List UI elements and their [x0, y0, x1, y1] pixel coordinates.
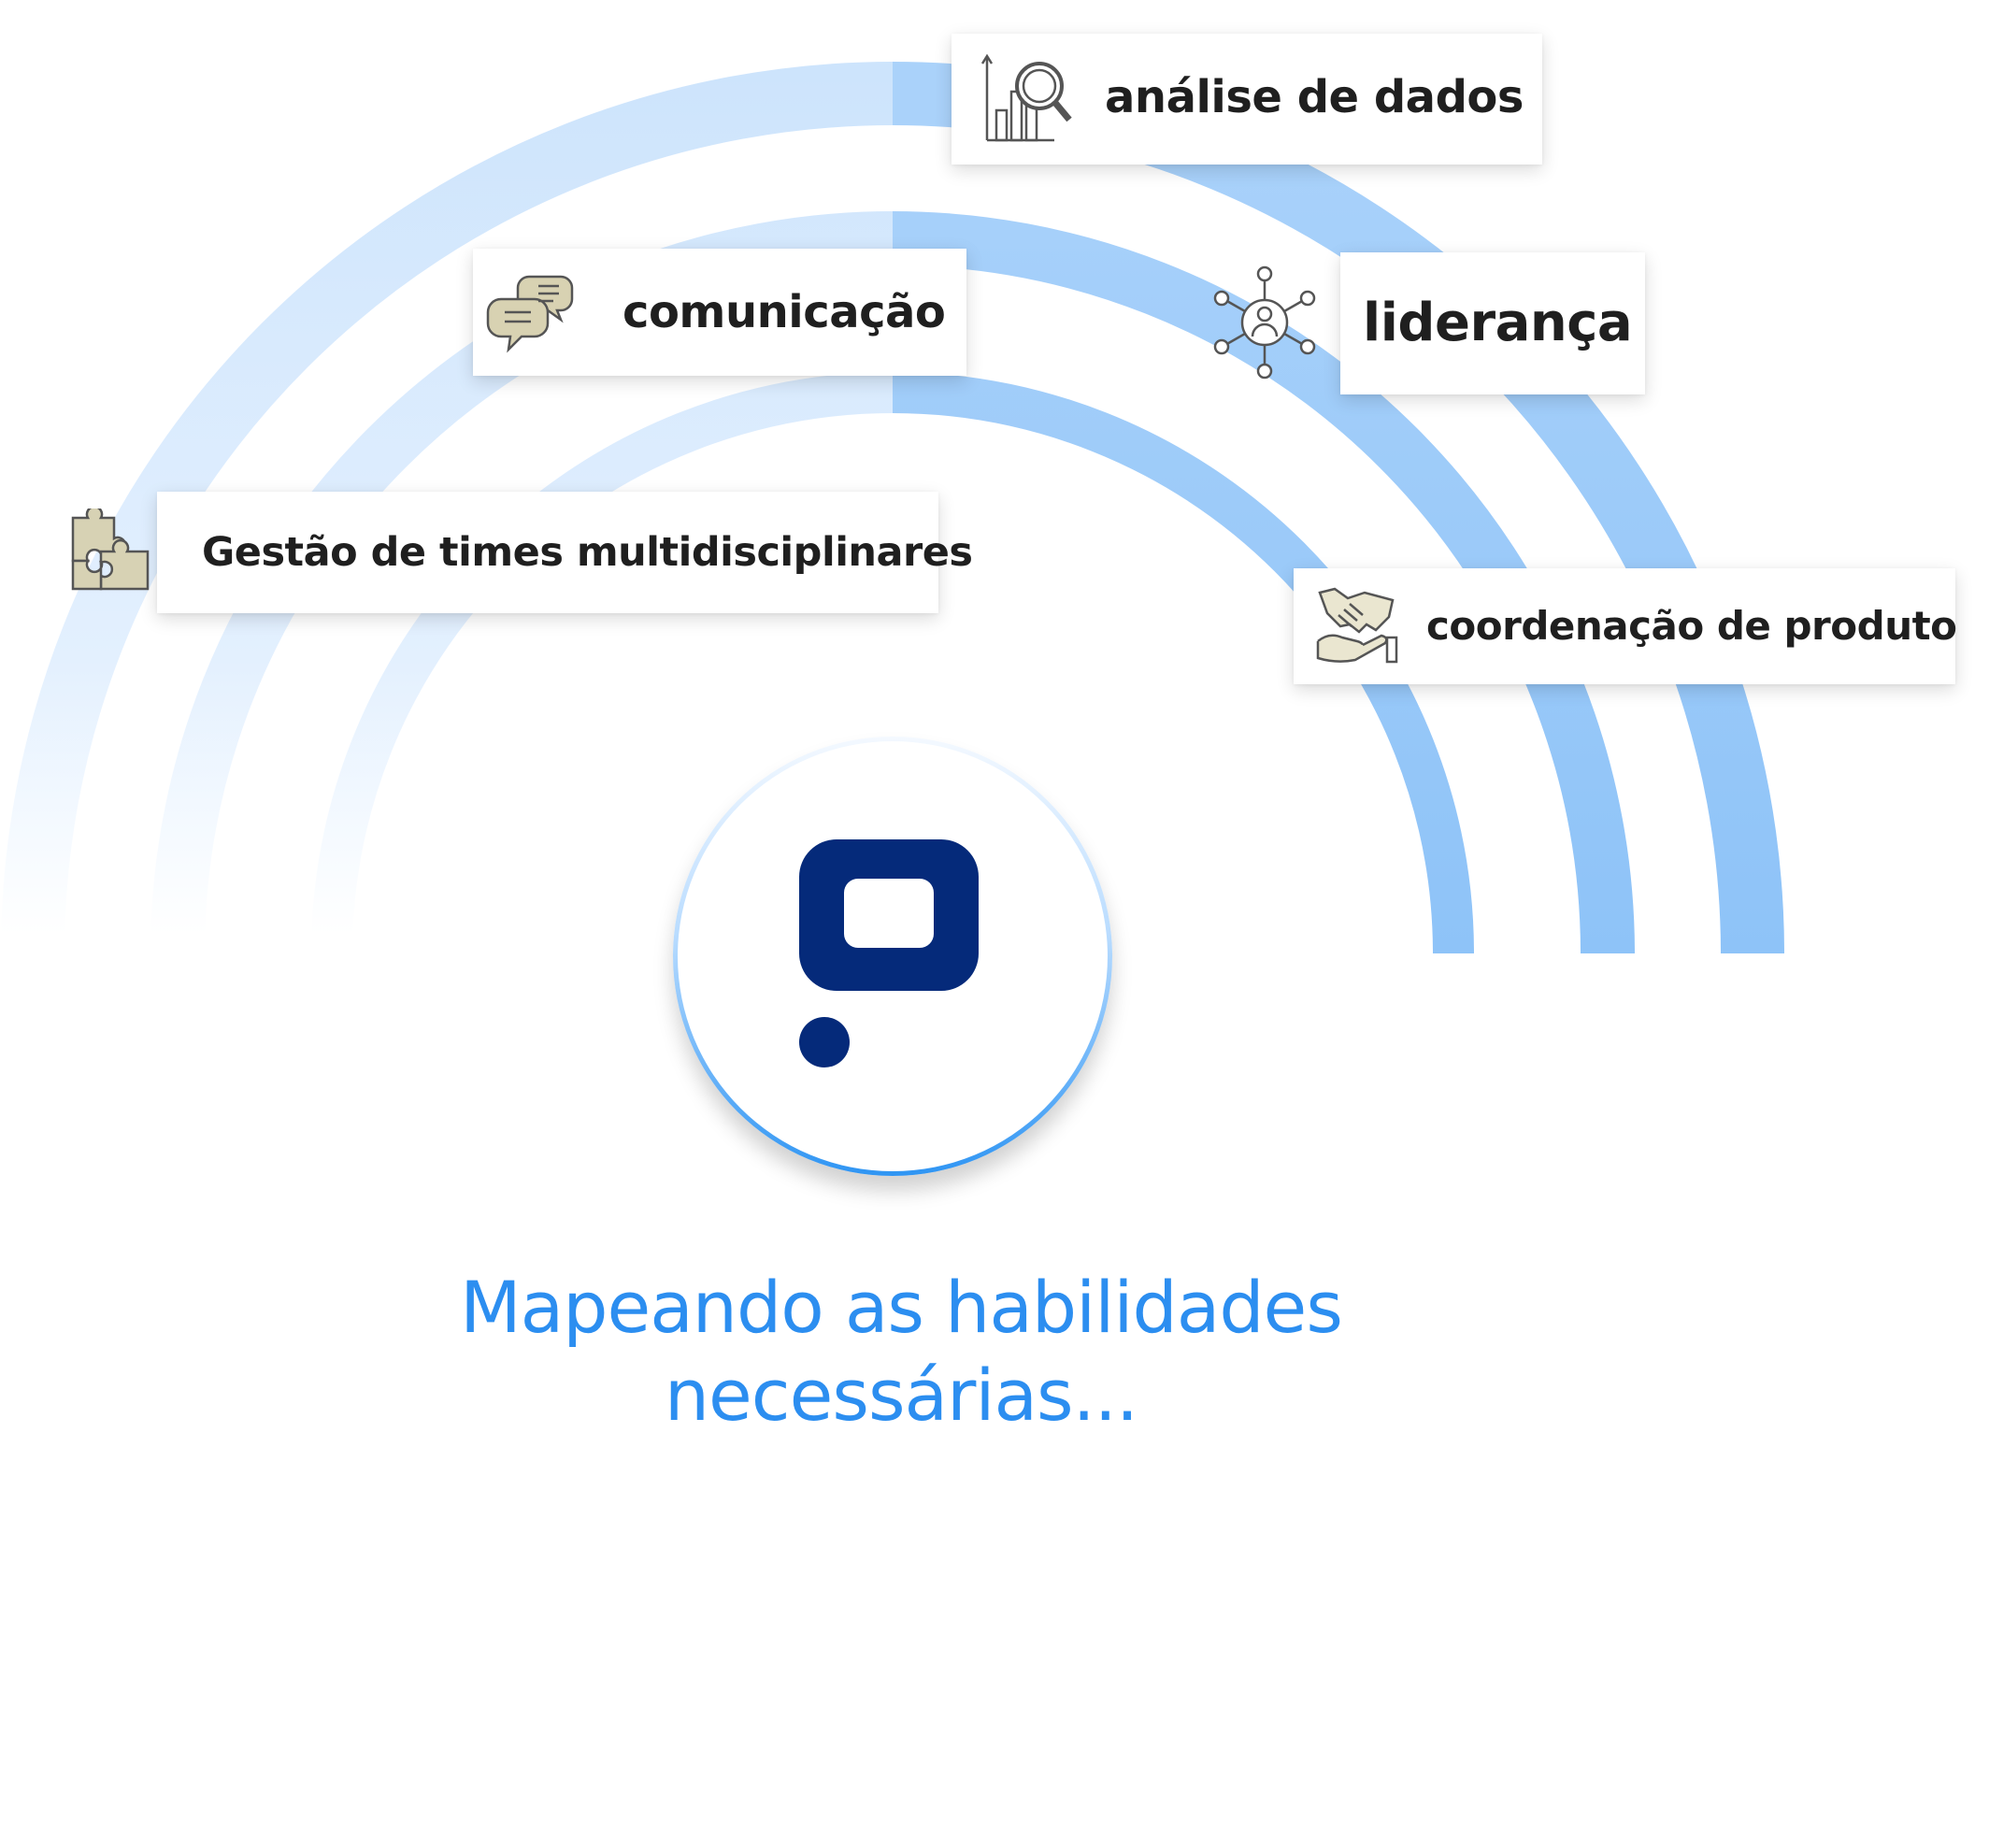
skill-label: Gestão de times multidisciplinares: [202, 529, 973, 576]
inner-arc-right: [892, 372, 1474, 954]
caption-line-1: Mapeando as habilidades: [460, 1266, 1343, 1349]
speech-bubbles-icon: [486, 275, 574, 353]
skill-card-lideranca: liderança: [1340, 252, 1645, 394]
hub-inner: [678, 741, 1108, 1171]
skill-label: comunicação: [622, 286, 946, 338]
puzzle-icon: [71, 509, 150, 591]
skill-card-gestao-de-times: Gestão de times multidisciplinares: [157, 492, 973, 613]
caption-line-2: necessárias...: [664, 1354, 1138, 1437]
skill-card-comunicacao: comunicação: [473, 249, 966, 376]
loading-caption: Mapeando as habilidades necessárias...: [247, 1264, 1555, 1440]
skill-label: análise de dados: [1105, 71, 1524, 123]
skill-label: liderança: [1363, 293, 1633, 353]
handshake-icon: [1316, 587, 1398, 664]
skill-card-coordenacao-de-produto: coordenação de produto: [1294, 568, 1957, 684]
chart-magnifier-icon: [980, 53, 1072, 142]
brand-logo-icon: [799, 839, 979, 1067]
middle-arc-right: [892, 211, 1635, 954]
outer-arc-left: [1, 62, 894, 954]
skill-card-analise-de-dados: análise de dados: [952, 34, 1542, 165]
network-person-icon: [1213, 265, 1316, 380]
hub-circle: [673, 737, 1112, 1176]
skill-label: coordenação de produto: [1426, 603, 1957, 649]
